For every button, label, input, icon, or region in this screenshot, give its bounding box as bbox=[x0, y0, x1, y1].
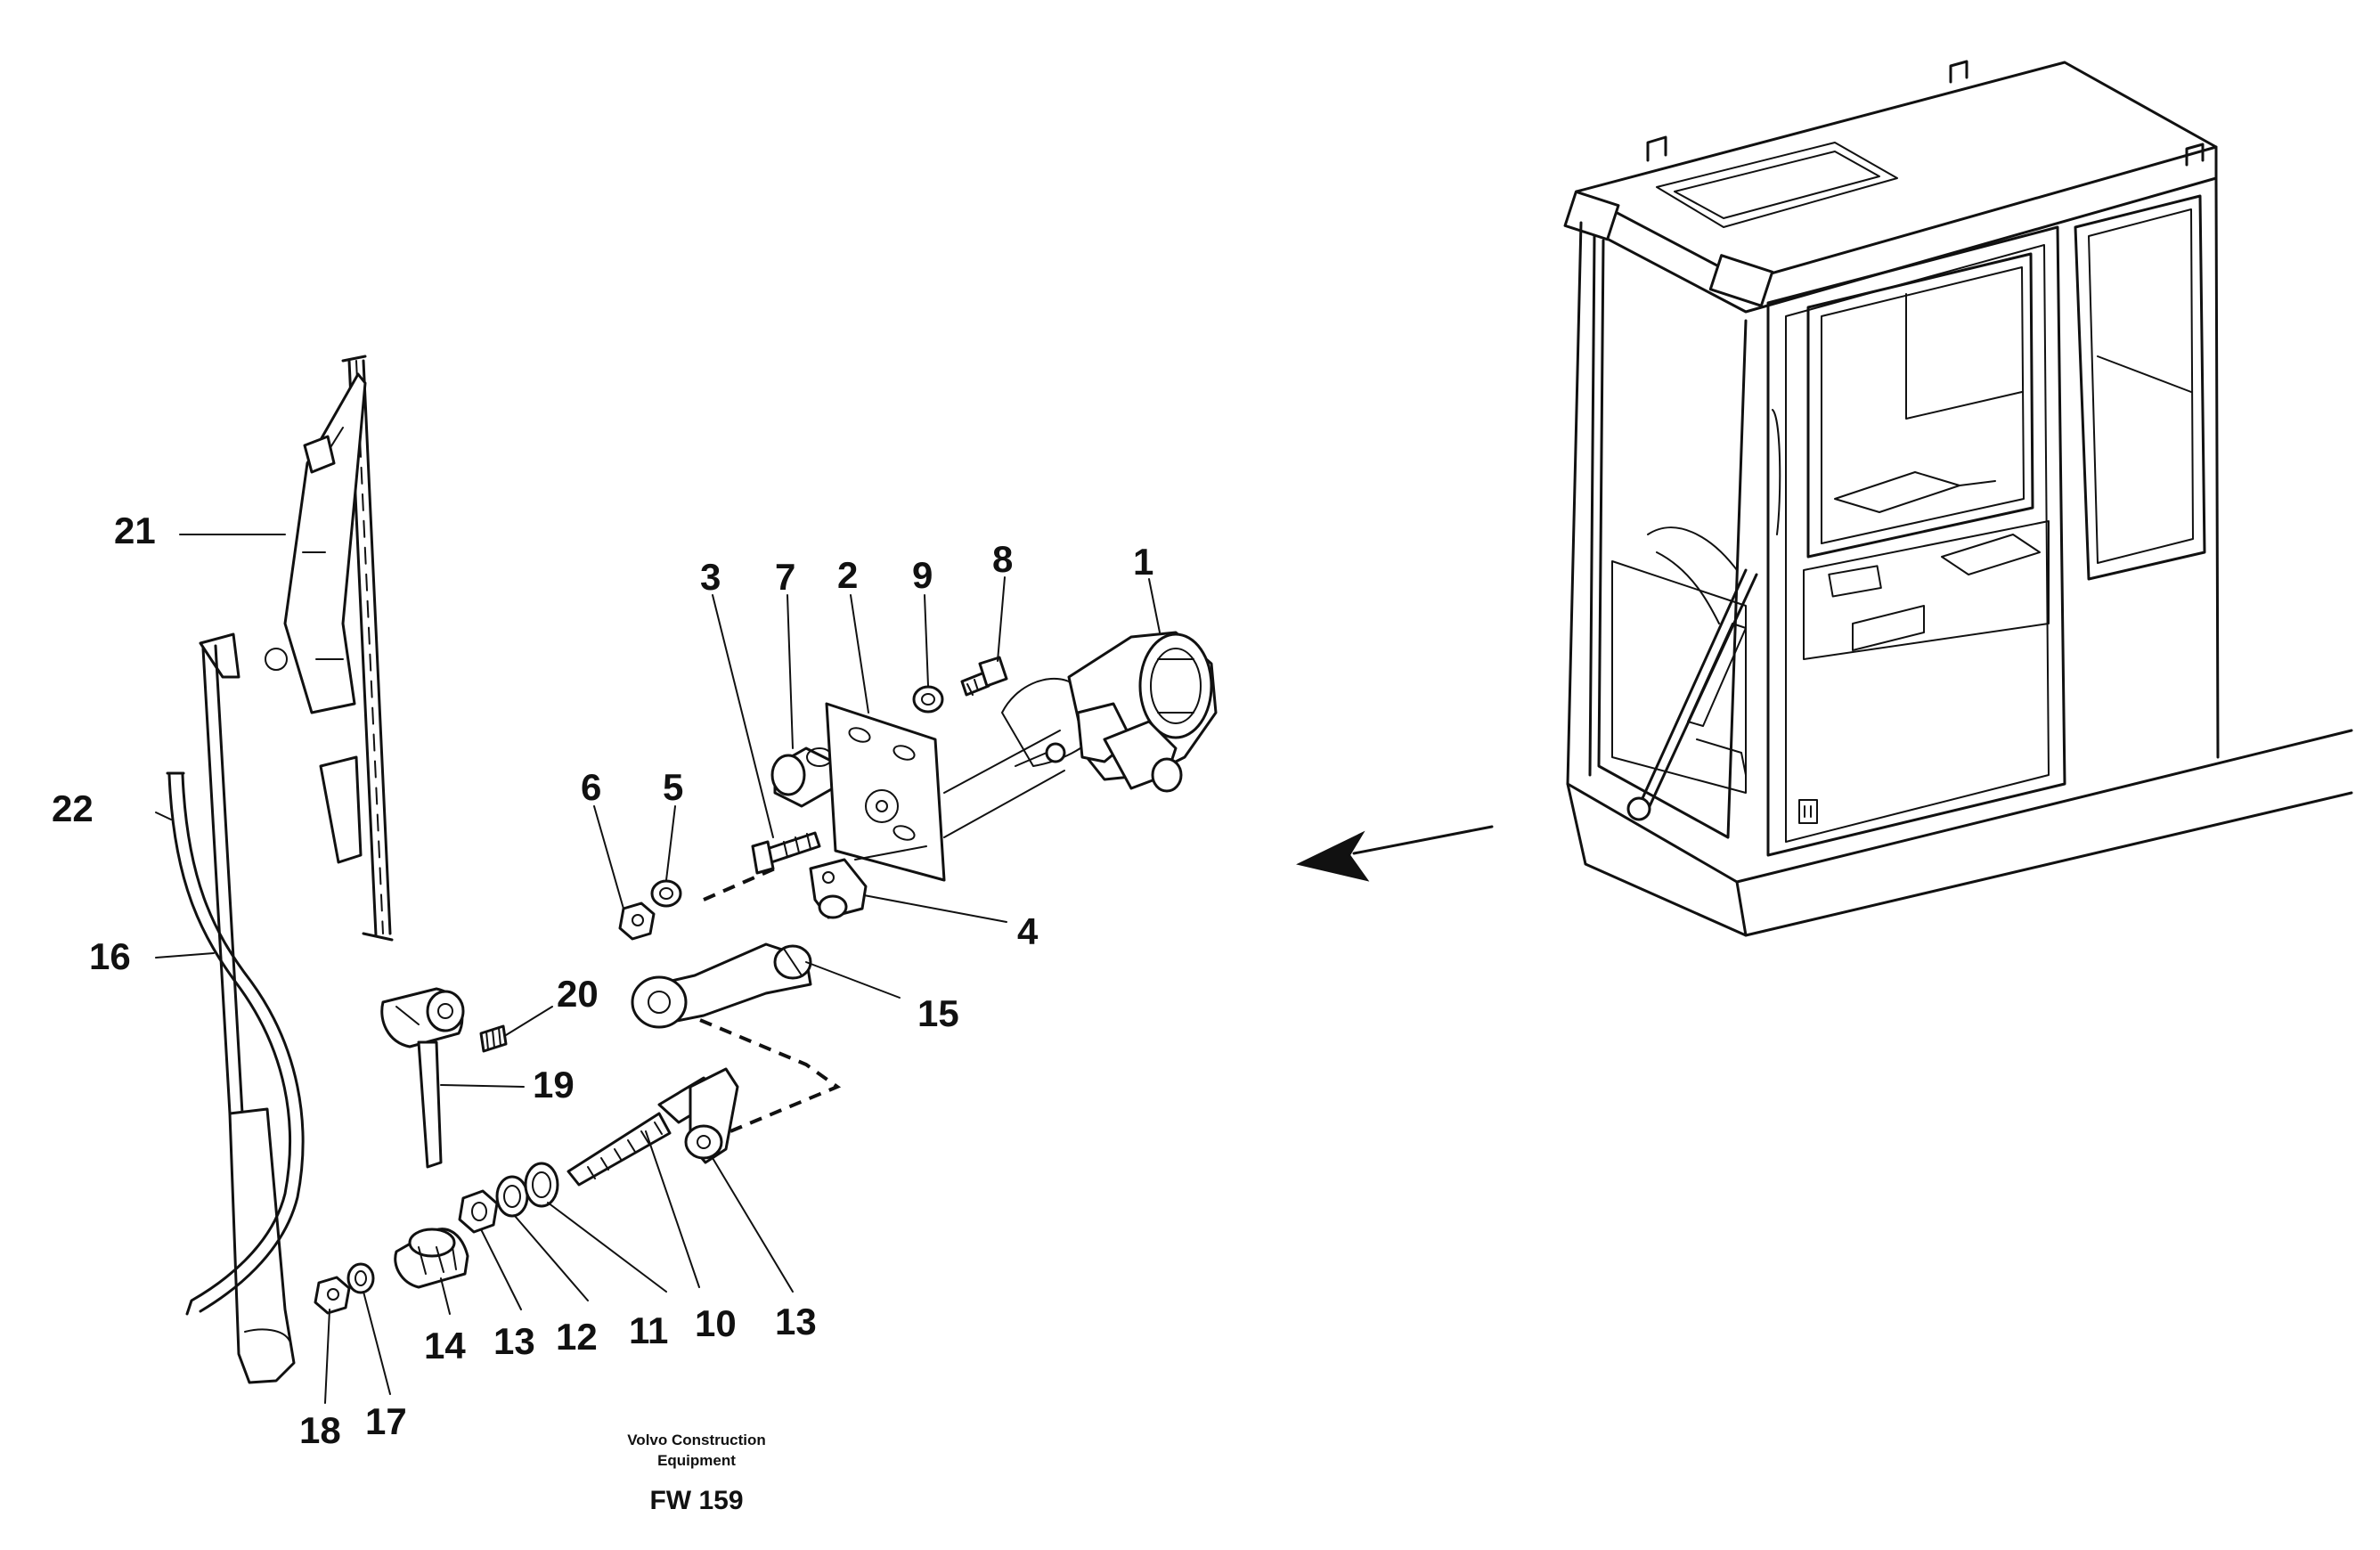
link-arm-part-15 bbox=[631, 942, 812, 1029]
credit-line-1: Volvo Construction bbox=[627, 1432, 766, 1448]
spacer-part-7 bbox=[770, 746, 835, 808]
callout-labels: 1 2 3 4 5 6 7 8 9 10 11 12 13 13 14 15 1… bbox=[52, 510, 1153, 1451]
set-screw-part-20 bbox=[479, 1024, 508, 1053]
callout-10: 10 bbox=[695, 1302, 737, 1344]
callout-3: 3 bbox=[700, 556, 721, 598]
cap-part-14 bbox=[394, 1228, 469, 1289]
callout-5: 5 bbox=[663, 766, 683, 808]
wiper-motor-part-1 bbox=[1001, 631, 1218, 793]
crank-part-19 bbox=[380, 987, 465, 1169]
callout-22: 22 bbox=[52, 787, 94, 829]
bolt-part-3 bbox=[751, 831, 821, 875]
direction-arrow bbox=[1296, 825, 1494, 882]
callout-14: 14 bbox=[424, 1325, 466, 1366]
nut-part-18 bbox=[314, 1276, 351, 1315]
callout-1: 1 bbox=[1133, 541, 1153, 583]
cab-illustration bbox=[1563, 60, 2353, 937]
callout-12: 12 bbox=[556, 1316, 598, 1358]
nut-part-6 bbox=[618, 901, 656, 941]
dashed-link-upper bbox=[703, 867, 776, 901]
seal-part-11 bbox=[524, 1162, 559, 1208]
callout-6: 6 bbox=[581, 766, 601, 808]
figure-code: FW 159 bbox=[649, 1486, 743, 1515]
callout-21: 21 bbox=[114, 510, 156, 551]
callout-18: 18 bbox=[299, 1409, 341, 1451]
crank-part-4 bbox=[809, 858, 868, 919]
callout-13a: 13 bbox=[493, 1320, 535, 1362]
callout-8: 8 bbox=[992, 538, 1013, 580]
washer-hose-part-22 bbox=[166, 771, 305, 1316]
callout-4: 4 bbox=[1017, 910, 1039, 952]
washer-part-17 bbox=[346, 1262, 375, 1294]
credit-line-2: Equipment bbox=[657, 1452, 736, 1469]
callout-19: 19 bbox=[533, 1064, 575, 1105]
callout-17: 17 bbox=[365, 1400, 407, 1442]
washer-part-5 bbox=[650, 879, 682, 908]
screw-part-8 bbox=[960, 656, 1008, 697]
callout-11: 11 bbox=[629, 1309, 668, 1351]
callout-20: 20 bbox=[557, 973, 599, 1015]
dashed-link-lower bbox=[667, 1005, 842, 1133]
callout-16: 16 bbox=[89, 935, 131, 977]
leader-lines bbox=[155, 534, 1161, 1404]
callout-13b: 13 bbox=[775, 1301, 817, 1342]
wiper-blade-part-21 bbox=[265, 355, 394, 942]
credit-block: Volvo Construction Equipment FW 159 bbox=[627, 1432, 766, 1515]
callout-15: 15 bbox=[917, 992, 959, 1034]
washer-part-9 bbox=[912, 685, 944, 714]
lever-part-13 bbox=[684, 1067, 739, 1164]
nut-part-13 bbox=[458, 1189, 499, 1234]
callout-9: 9 bbox=[912, 554, 933, 596]
callout-7: 7 bbox=[775, 556, 795, 598]
callout-2: 2 bbox=[837, 554, 858, 596]
washer-part-12 bbox=[495, 1175, 529, 1218]
wiper-arm-part-16 bbox=[199, 632, 296, 1384]
mounting-plate-part-2 bbox=[825, 702, 1065, 882]
